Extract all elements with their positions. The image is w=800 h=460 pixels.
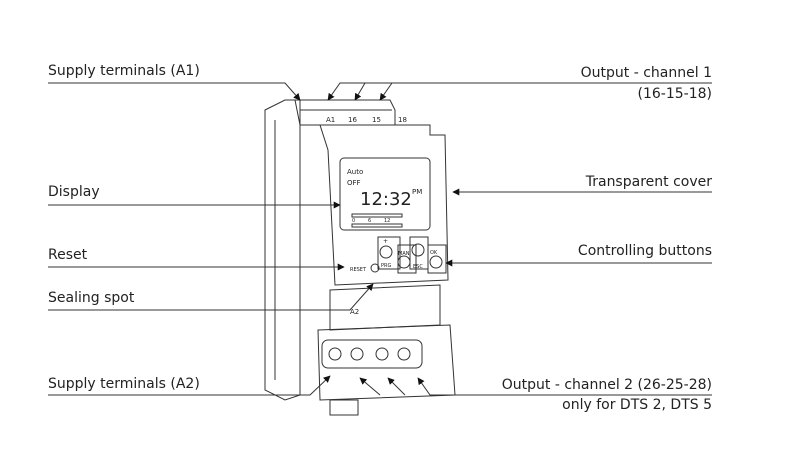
label-controlling-buttons: Controlling buttons [577, 243, 712, 259]
device-side [264, 99, 301, 401]
label-sealing-spot: Sealing spot [48, 290, 135, 306]
ok-text: OK [430, 250, 438, 256]
plus-text: + [383, 238, 388, 245]
state-text: OFF [347, 179, 361, 187]
ampm-text: PM [412, 188, 422, 196]
man-text: MAN [398, 251, 410, 257]
terminal-15: 15 [372, 116, 381, 124]
leader-output-ch1 [327, 82, 712, 101]
front-panel [319, 124, 449, 286]
scale-12: 12 [384, 218, 390, 224]
label-supply-a1: Supply terminals (A1) [48, 63, 200, 79]
display-window [339, 157, 431, 231]
leader-supply-a2 [48, 375, 331, 396]
leader-output-ch2 [417, 377, 712, 396]
label-output-ch2-note: only for DTS 2, DTS 5 [562, 397, 712, 413]
top-terminal-block [294, 99, 396, 126]
esc-button[interactable] [411, 243, 425, 257]
reset-button[interactable] [370, 263, 380, 273]
label-output-ch1-terminals: (16-15-18) [637, 86, 712, 102]
leader-supply-a1 [48, 82, 301, 101]
esc-text: ESC [413, 264, 423, 270]
label-reset: Reset [48, 247, 88, 263]
terminal-18: 18 [398, 116, 407, 124]
reset-text: RESET [350, 267, 367, 273]
bar-scale [351, 213, 403, 218]
leader-sealing-spot [48, 283, 374, 311]
label-output-ch2: Output - channel 2 (26-25-28) [501, 377, 712, 393]
plus-prg-button[interactable] [379, 245, 393, 259]
time-display: 12:32 [360, 189, 412, 210]
scale-6: 6 [368, 218, 371, 224]
mode-text: Auto [347, 168, 363, 176]
terminal-16: 16 [348, 116, 357, 124]
bottom-terminals [321, 339, 423, 369]
label-output-ch1: Output - channel 1 [580, 65, 712, 81]
label-supply-a2: Supply terminals (A2) [48, 376, 200, 392]
label-transparent-cover: Transparent cover [585, 174, 712, 190]
terminal-a1: A1 [326, 116, 335, 124]
terminal-a2: A2 [350, 308, 359, 316]
bottom-block [317, 324, 456, 401]
ok-button[interactable] [429, 255, 443, 269]
man-button[interactable] [397, 255, 411, 269]
scale-0: 0 [352, 218, 355, 224]
label-display: Display [48, 184, 100, 200]
prg-text: PRG [381, 263, 391, 269]
